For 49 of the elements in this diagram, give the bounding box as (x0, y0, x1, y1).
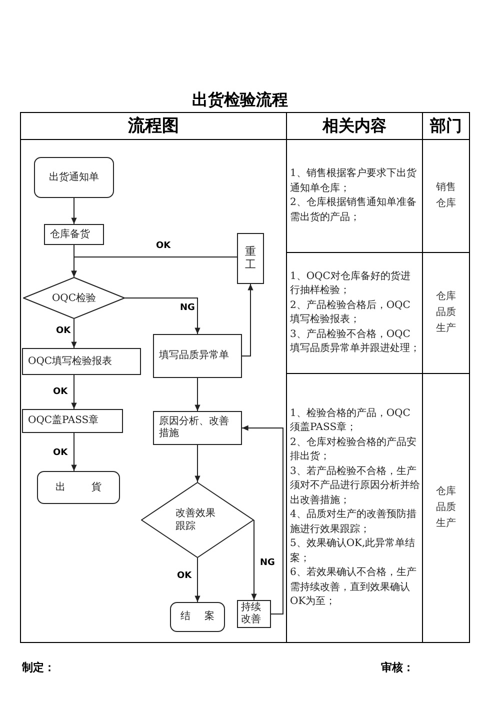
signature-label: 审核： (381, 661, 414, 675)
flow-arrow (242, 425, 284, 614)
department-label: 品质 (436, 306, 456, 320)
signature-label: 制定： (22, 661, 55, 675)
procedure-note: 3、产品检验不合格，OQC填写品质异常单并跟进处理； (290, 328, 420, 356)
flow-arrow (251, 520, 257, 600)
process-box: 仓库备货 (44, 224, 104, 245)
terminal-box: 结案 (170, 602, 225, 632)
terminal-box: 出貨 (37, 471, 120, 504)
process-box: OQC盖PASS章 (22, 409, 123, 433)
procedure-note: 4、品质对生产的改善预防措施进行效果跟踪； (290, 508, 418, 536)
department-label: 仓库 (436, 484, 456, 499)
flow-arrow (194, 444, 200, 482)
process-box: 填写品质异常单 (153, 334, 242, 378)
department-label: 销售 (436, 181, 456, 195)
decision-diamond: OQC检验 (23, 277, 125, 319)
procedure-note: 2、仓库根据销售通知单准备需出货的产品； (290, 196, 418, 224)
process-box: 原因分析、改善措施 (153, 411, 242, 445)
decision-diamond: 改善效果跟踪 (141, 482, 254, 558)
department-label: 品质 (436, 500, 456, 515)
procedure-note: 2、产品检验合格后，OQC填写检验报表； (290, 298, 412, 327)
flow-arrow (71, 198, 77, 224)
process-box: 持续改善 (237, 600, 271, 628)
department-label: 生产 (436, 322, 456, 336)
terminal-box: 出货通知单 (34, 157, 114, 198)
flow-arrow (194, 378, 200, 412)
flow-arrow (71, 374, 77, 410)
procedure-note: 2、仓库对检验合格的产品安排出货； (290, 436, 418, 464)
column-header: 流程图 (128, 115, 179, 137)
procedure-note: 1、OQC对仓库备好的货进行抽样检验； (290, 270, 412, 298)
procedure-note: 3、若产品检验不合格，生产须对不产品进行原因分析并给出改善措施； (290, 464, 420, 508)
flow-arrow (194, 558, 200, 602)
procedure-note: 1、销售根据客户要求下出货通知单仓库； (290, 167, 418, 196)
flow-arrow (71, 432, 77, 472)
flow-arrow (71, 318, 77, 348)
procedure-note: 6、若效果确认不合格，生产需持续改善，直到效果确认OK为至； (290, 566, 418, 609)
flow-arrow (242, 284, 254, 356)
department-label: 仓库 (436, 290, 456, 304)
page-title: 出货检验流程 (191, 89, 289, 111)
column-header: 相关内容 (322, 115, 386, 137)
procedure-note: 5、效果确认OK,此异常单结案； (290, 537, 416, 566)
column-header: 部门 (430, 115, 462, 137)
flow-arrow (124, 298, 200, 334)
department-label: 生产 (436, 516, 456, 531)
procedure-note: 1、检验合格的产品，OQC须盖PASS章； (290, 406, 412, 435)
process-box: 重工 (237, 233, 264, 284)
process-box: OQC填写检验报表 (22, 348, 141, 375)
flow-arrow (71, 256, 238, 278)
department-label: 仓库 (436, 196, 456, 211)
